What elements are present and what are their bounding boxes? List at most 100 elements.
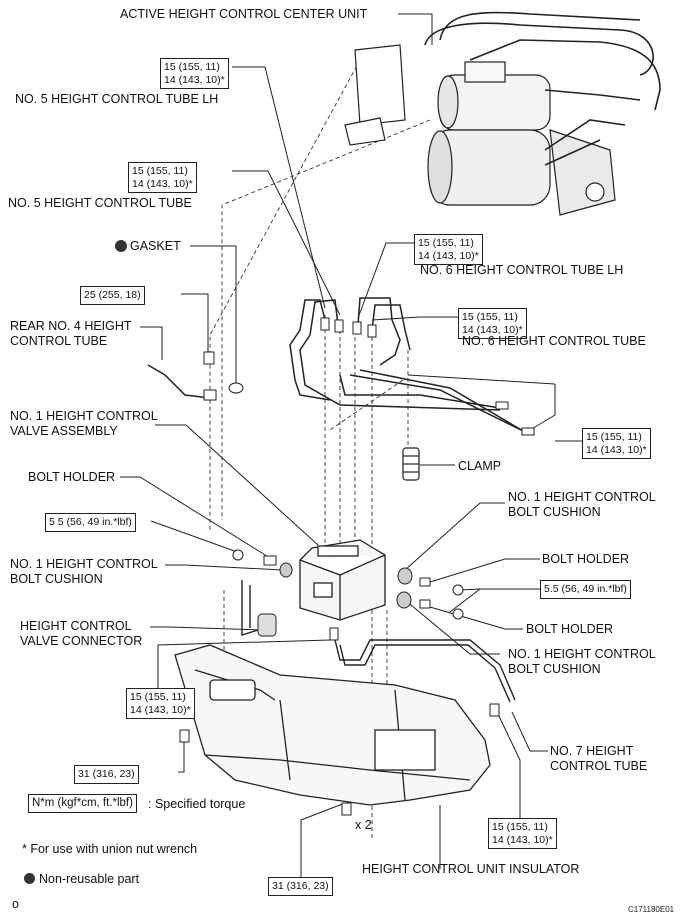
tube-drawing <box>339 374 501 409</box>
center-unit-drawing <box>344 44 616 216</box>
label-cushion-right-lower-line1: NO. 1 HEIGHT CONTROL <box>508 647 656 661</box>
leader-torque-31-left <box>178 740 185 773</box>
torque-value: 31 (316, 23) <box>272 880 329 892</box>
torque-box-31-left: 31 (316, 23) <box>74 765 139 784</box>
leader-torque-31-bottom <box>300 802 346 877</box>
label-rear-tube4-line2: CONTROL TUBE <box>10 334 108 348</box>
legend-non-reusable: Non-reusable part <box>24 872 139 887</box>
corner-mark: o <box>12 897 19 911</box>
torque-value: 15 (155, 11) <box>418 237 474 249</box>
leader-connector <box>150 626 263 631</box>
torque-value: 5.5 (56, 49 in.*lbf) <box>544 583 627 595</box>
torque-box-g: 15 (155, 11) 14 (143, 10)* <box>488 818 557 849</box>
torque-value-star: 14 (143, 10)* <box>164 73 225 86</box>
label-center-unit: ACTIVE HEIGHT CONTROL CENTER UNIT <box>120 7 368 21</box>
label-rear-tube4-line1: REAR NO. 4 HEIGHT <box>10 319 132 333</box>
tube-drawing <box>371 304 411 351</box>
tube-drawing <box>357 297 401 366</box>
label-tube6: NO. 6 HEIGHT CONTROL TUBE <box>462 334 646 348</box>
torque-value: 25 (255, 18) <box>84 289 141 301</box>
label-cushion-left-line2: BOLT CUSHION <box>10 572 103 586</box>
leader-torque-f <box>157 639 331 690</box>
torque-box-f: 15 (155, 11) 14 (143, 10)* <box>126 688 195 719</box>
legend-unit-desc: : Specified torque <box>148 797 246 811</box>
torque-box-c: 15 (155, 11) 14 (143, 10)* <box>414 234 483 265</box>
leader-gasket <box>190 245 237 385</box>
label-tube6-lh: NO. 6 HEIGHT CONTROL TUBE LH <box>420 263 624 277</box>
torque-box-d: 15 (155, 11) 14 (143, 10)* <box>458 308 527 339</box>
valve-assembly-drawing <box>299 539 386 621</box>
legend-non-reusable-text: Non-reusable part <box>39 872 140 886</box>
non-reusable-icon <box>24 873 35 884</box>
leader-torque-b <box>232 170 341 316</box>
clamp-drawing <box>402 447 420 481</box>
leader-rear-tube4 <box>140 326 163 360</box>
leader-tube7 <box>511 711 548 752</box>
label-x2: x 2 <box>355 818 372 832</box>
label-gasket: GASKET <box>130 239 181 253</box>
tube-drawing <box>349 374 526 433</box>
torque-value-star: 14 (143, 10)* <box>130 703 191 716</box>
leader-bolt-holder-left <box>120 476 271 559</box>
label-bolt-holder-right-upper: BOLT HOLDER <box>542 552 630 566</box>
legend-unit-box: N*m (kgf*cm, ft.*lbf) <box>28 794 137 813</box>
leader-bolt-holder-right-upper <box>429 558 540 583</box>
torque-box-55-left: 5 5 (56, 49 in.*lbf) <box>45 513 136 532</box>
leader-torque-a <box>232 66 326 309</box>
label-tube7-line1: NO. 7 HEIGHT <box>550 744 634 758</box>
torque-value-star: 14 (143, 10)* <box>132 177 193 190</box>
tube7-drawing <box>334 639 516 701</box>
torque-box-55-right: 5.5 (56, 49 in.*lbf) <box>540 580 631 599</box>
insulator-drawing <box>174 644 491 806</box>
leader-cushion-right-lower <box>404 599 500 655</box>
leader-valve-assembly <box>155 424 319 546</box>
leader-bolt-holder-right-lower <box>429 606 523 630</box>
torque-value: 15 (155, 11) <box>586 431 642 443</box>
leader-torque-55-right <box>449 588 540 613</box>
leader-torque-d <box>371 316 458 321</box>
torque-box-31-bottom: 31 (316, 23) <box>268 877 333 896</box>
label-insulator: HEIGHT CONTROL UNIT INSULATOR <box>362 862 580 876</box>
label-cushion-right-upper-line1: NO. 1 HEIGHT CONTROL <box>508 490 656 504</box>
label-cushion-left-line1: NO. 1 HEIGHT CONTROL <box>10 557 158 571</box>
label-bolt-holder-right-lower: BOLT HOLDER <box>526 622 614 636</box>
torque-value-star: 14 (143, 10)* <box>492 833 553 846</box>
label-tube5: NO. 5 HEIGHT CONTROL TUBE <box>8 196 192 210</box>
leader-cushion-left <box>165 564 283 571</box>
torque-box-e: 15 (155, 11) 14 (143, 10)* <box>582 428 651 459</box>
dashed-line <box>209 59 361 530</box>
label-cushion-right-lower-line2: BOLT CUSHION <box>508 662 601 676</box>
legend-unit-text: N*m (kgf*cm, ft.*lbf) <box>32 797 133 809</box>
label-tube7-line2: CONTROL TUBE <box>550 759 648 773</box>
torque-value-star: 14 (143, 10)* <box>418 249 479 262</box>
torque-value: 15 (155, 11) <box>132 165 188 177</box>
torque-value: 15 (155, 11) <box>462 311 518 323</box>
torque-box-25: 25 (255, 18) <box>80 286 145 305</box>
leader-torque-g <box>496 711 521 819</box>
leader-torque-55-left <box>150 520 241 554</box>
torque-box-b: 15 (155, 11) 14 (143, 10)* <box>128 162 197 193</box>
tube-drawing <box>299 299 501 411</box>
torque-value-star: 14 (143, 10)* <box>586 443 647 456</box>
leader-torque-e <box>407 374 582 442</box>
tube-drawing <box>147 364 211 399</box>
tube-drawing <box>289 299 331 401</box>
torque-value: 15 (155, 11) <box>130 691 186 703</box>
label-clamp: CLAMP <box>458 459 502 473</box>
label-connector-line2: VALVE CONNECTOR <box>20 634 143 648</box>
leader-torque-c <box>357 242 414 319</box>
leader-cushion-right-upper <box>404 502 505 571</box>
tube-drawing <box>359 369 531 436</box>
label-valve-line1: NO. 1 HEIGHT CONTROL <box>10 409 158 423</box>
label-tube5-lh: NO. 5 HEIGHT CONTROL TUBE LH <box>15 92 219 106</box>
torque-value-star: 14 (143, 10)* <box>462 323 523 336</box>
legend-asterisk-note: * For use with union nut wrench <box>22 842 198 856</box>
torque-value: 5 5 (56, 49 in.*lbf) <box>49 516 132 528</box>
torque-value: 31 (316, 23) <box>78 768 135 780</box>
dashed-line <box>329 379 404 431</box>
torque-box-a: 15 (155, 11) 14 (143, 10)* <box>160 58 229 89</box>
label-valve-line2: VALVE ASSEMBLY <box>10 424 118 438</box>
leader-torque-25 <box>181 293 209 352</box>
figure-code: C171180E01 <box>628 905 675 914</box>
